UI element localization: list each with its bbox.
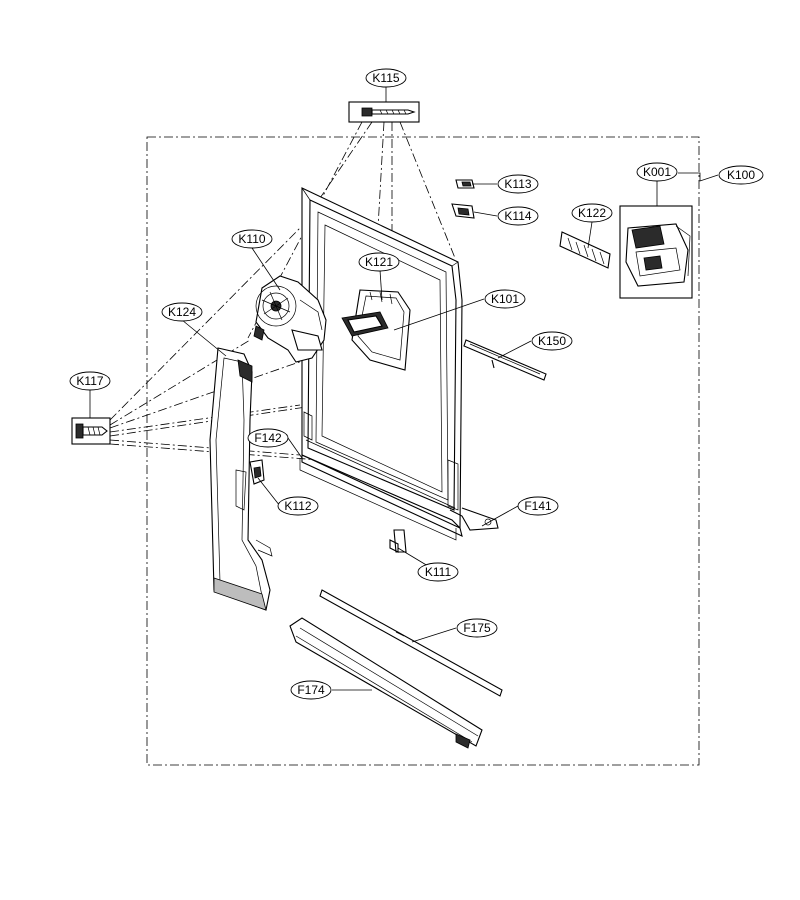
callout-F141-oval [517,496,559,516]
callout-K101-label: K101 [491,292,519,306]
callout-K150-label: K150 [538,334,566,348]
k115-screw-part [348,101,420,123]
callout-K001-oval [636,162,678,182]
callout-F174-label: F174 [297,683,325,697]
callout-K114-label: K114 [504,209,531,223]
callout-K121-label: K121 [365,255,393,269]
k124-side-trim-part [209,347,273,611]
callout-K111: K111 [417,562,459,582]
callout-K122: K122 [571,203,613,223]
callout-K110-label: K110 [238,232,265,246]
callout-K111-oval [417,562,459,582]
k117-screw-part [71,417,111,445]
assembly-boundary [146,136,700,766]
k114-clip-part [451,203,475,219]
callout-K101: K101 [484,289,526,309]
callout-K112-oval [277,496,319,516]
callout-K112: K112 [277,496,319,516]
callout-K110: K110 [231,229,273,249]
callout-K124-oval [161,302,203,322]
f174-rail-part [289,617,483,749]
callout-K114-oval [497,206,539,226]
callout-K122-oval [571,203,613,223]
callout-K100-label: K100 [727,168,755,182]
k113-clip-part [455,179,475,189]
callout-F142-label: F142 [254,431,282,445]
callout-K121-oval [358,252,400,272]
callout-K001-label: K001 [643,165,671,179]
callout-K150-oval [531,331,573,351]
callout-K115-label: K115 [372,71,399,85]
callout-K114: K114 [497,206,539,226]
callout-F174: F174 [290,680,332,700]
callout-K100: K100 [718,165,764,185]
k150-rail-part [463,339,547,381]
callout-K101-oval [484,289,526,309]
callout-F175-label: F175 [463,621,491,635]
k112-bracket-part [249,459,265,485]
callout-K115: K115 [365,68,407,88]
callout-F141: F141 [517,496,559,516]
k110-vent-assembly-part [253,275,327,363]
callout-K113: K113 [497,174,539,194]
callout-K115-oval [365,68,407,88]
callout-K121: K121 [358,252,400,272]
detergent-dispenser-part [341,289,411,371]
k001-control-module-part [619,205,693,299]
callout-K111-label: K111 [425,565,452,579]
callout-F142: F142 [247,428,289,448]
callout-F142-oval [247,428,289,448]
k122-handle-part [559,231,611,269]
callout-F175: F175 [456,618,498,638]
callout-K112-label: K112 [284,499,311,513]
callout-F141-label: F141 [524,499,552,513]
callout-K113-oval [497,174,539,194]
callout-F174-oval [290,680,332,700]
callout-K117-label: K117 [76,374,103,388]
callout-K124-label: K124 [168,305,196,319]
callout-K110-oval [231,229,273,249]
callout-F175-oval [456,618,498,638]
k111-bracket-part [389,529,407,553]
callout-K124: K124 [161,302,203,322]
callout-K117: K117 [69,371,111,391]
callout-K117-oval [69,371,111,391]
callout-K113-label: K113 [504,177,531,191]
callout-K122-label: K122 [578,206,606,220]
callout-K150: K150 [531,331,573,351]
callout-K001: K001 [636,162,678,182]
callout-K100-oval [718,165,764,185]
f175-strip-part [319,589,503,697]
